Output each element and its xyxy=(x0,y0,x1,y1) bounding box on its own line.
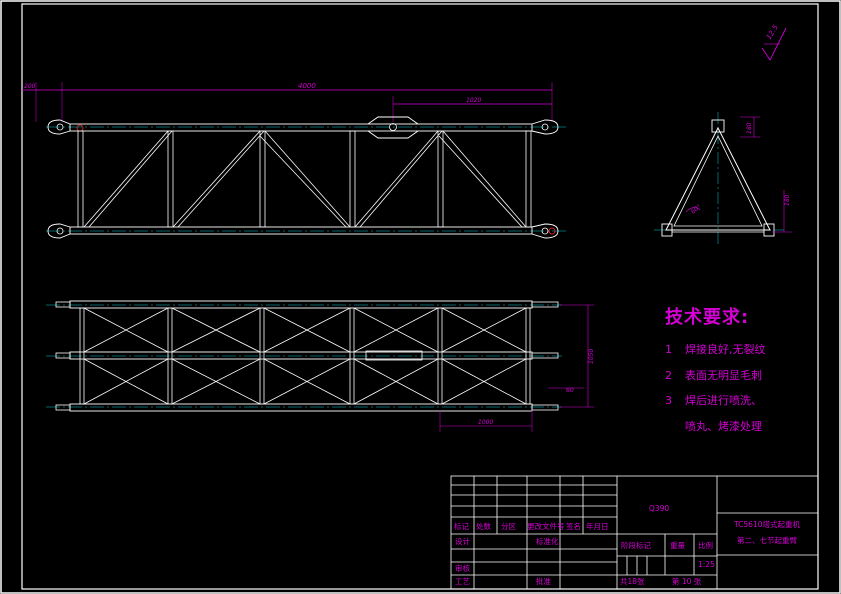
title-block-text: Q390 标记 处数 分区 更改文件号 签名 年月日 设计 标准化 审核 工艺 … xyxy=(454,504,800,586)
header-doc-number: 更改文件号 xyxy=(527,521,565,531)
standardization-label: 标准化 xyxy=(536,536,559,546)
inner-border xyxy=(21,3,819,590)
dim-end-side: 180 xyxy=(784,194,791,206)
header-count: 处数 xyxy=(476,521,491,531)
dim-left-offset: 200 xyxy=(24,83,36,90)
end-view: 180 180 60° xyxy=(654,112,792,244)
review-label: 审核 xyxy=(455,563,470,573)
dim-plan-small: 60 xyxy=(566,387,574,394)
roughness-value: 12.5 xyxy=(765,23,780,41)
note-line: 喷丸、烤漆处理 xyxy=(685,419,762,433)
dim-end-top: 180 xyxy=(746,122,753,134)
header-mark: 标记 xyxy=(454,521,469,531)
design-label: 设计 xyxy=(455,536,470,546)
dim-segment-length: 1020 xyxy=(466,97,481,104)
header-signature: 签名 xyxy=(566,521,581,531)
dim-angle: 60° xyxy=(690,203,703,215)
dim-overall-length: 4000 xyxy=(298,82,316,90)
header-zone: 分区 xyxy=(501,522,516,531)
elevation-view: 4000 200 1020 xyxy=(22,82,566,239)
roughness-symbol: 12.5 xyxy=(761,23,787,61)
dim-plan-bottom: 1000 xyxy=(478,419,493,426)
stage-mark-label: 阶段标记 xyxy=(621,540,651,550)
sheet-number: 第 10 张 xyxy=(672,576,702,586)
approve-label: 批准 xyxy=(536,576,551,586)
header-date: 年月日 xyxy=(586,521,609,531)
scale-label: 比例 xyxy=(698,540,713,550)
material-label: Q390 xyxy=(649,504,669,513)
notes-title: 技术要求: xyxy=(665,307,750,328)
title-block xyxy=(450,475,819,590)
product-name: TC5610塔式起重机 xyxy=(733,519,800,529)
plan-view: 1050 60 1000 xyxy=(46,300,595,432)
total-sheets: 共18张 xyxy=(620,577,645,586)
process-label: 工艺 xyxy=(455,577,470,586)
weight-label: 重量 xyxy=(670,541,685,550)
scale-value: 1:25 xyxy=(698,560,715,569)
dim-plan-width: 1050 xyxy=(588,349,595,364)
part-name: 第二、七节起重臂 xyxy=(737,535,797,545)
